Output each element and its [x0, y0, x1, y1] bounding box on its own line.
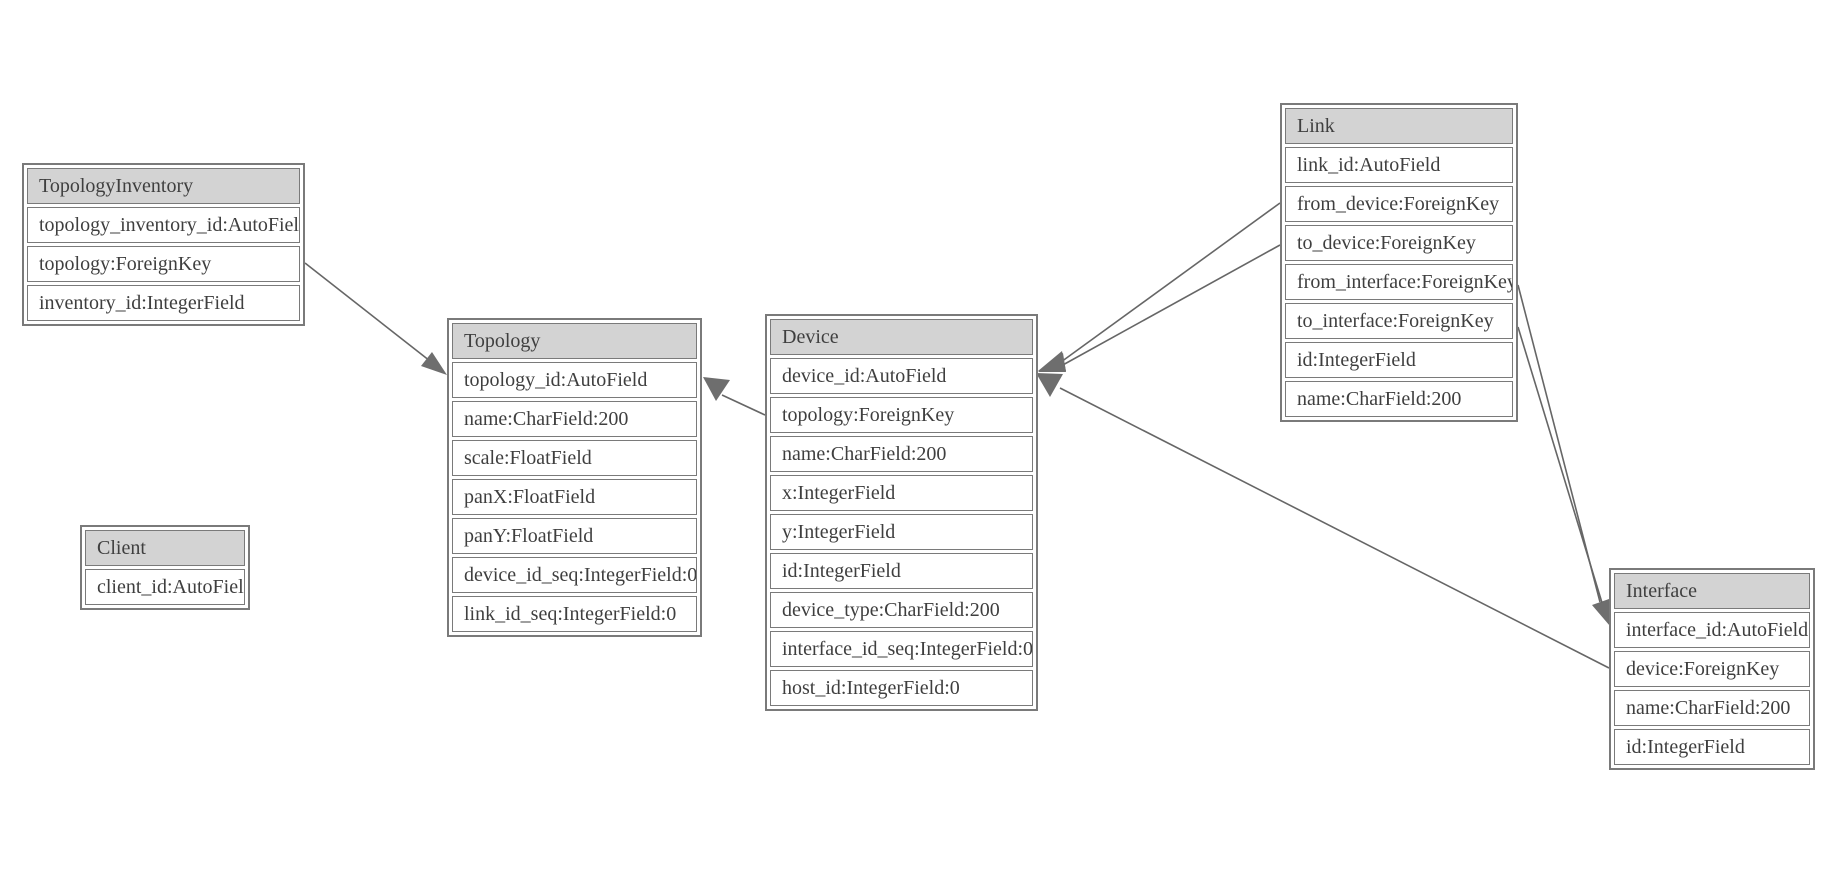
field-row: topology_inventory_id:AutoField	[27, 207, 300, 243]
field-row: y:IntegerField	[770, 514, 1033, 550]
relationship-line-link-to_interface	[1517, 326, 1604, 607]
relationship-line-topologyinventory-topology	[304, 262, 431, 362]
relationship-line-link-from_device	[1060, 202, 1281, 363]
field-row: device_id:AutoField	[770, 358, 1033, 394]
field-row: to_device:ForeignKey	[1285, 225, 1513, 261]
entity-header: TopologyInventory	[27, 168, 300, 204]
field-row: id:IntegerField	[1614, 729, 1810, 765]
field-row: device:ForeignKey	[1614, 651, 1810, 687]
field-row: interface_id:AutoField	[1614, 612, 1810, 648]
field-row: client_id:AutoField	[85, 569, 245, 605]
field-row: host_id:IntegerField:0	[770, 670, 1033, 706]
field-row: name:CharField:200	[1614, 690, 1810, 726]
field-row: from_interface:ForeignKey	[1285, 264, 1513, 300]
field-row: scale:FloatField	[452, 440, 697, 476]
entity-header: Link	[1285, 108, 1513, 144]
entity-header: Interface	[1614, 573, 1810, 609]
field-row: name:CharField:200	[452, 401, 697, 437]
entity-header: Device	[770, 319, 1033, 355]
field-row: link_id:AutoField	[1285, 147, 1513, 183]
field-row: device_id_seq:IntegerField:0	[452, 557, 697, 593]
field-row: name:CharField:200	[1285, 381, 1513, 417]
relationship-line-interface-device	[1059, 387, 1610, 669]
arrowhead-icon	[1038, 353, 1066, 372]
field-row: panY:FloatField	[452, 518, 697, 554]
field-row: inventory_id:IntegerField	[27, 285, 300, 321]
field-row: topology:ForeignKey	[770, 397, 1033, 433]
arrowhead-icon	[1036, 373, 1063, 397]
arrowhead-icon	[1593, 600, 1611, 627]
field-row: panX:FloatField	[452, 479, 697, 515]
relationship-line-device-topology	[721, 394, 766, 416]
field-row: id:IntegerField	[1285, 342, 1513, 378]
field-row: topology_id:AutoField	[452, 362, 697, 398]
field-row: to_interface:ForeignKey	[1285, 303, 1513, 339]
field-row: id:IntegerField	[770, 553, 1033, 589]
field-row: x:IntegerField	[770, 475, 1033, 511]
field-row: device_type:CharField:200	[770, 592, 1033, 628]
field-row: topology:ForeignKey	[27, 246, 300, 282]
arrowhead-icon	[703, 377, 730, 401]
field-row: name:CharField:200	[770, 436, 1033, 472]
field-row: link_id_seq:IntegerField:0	[452, 596, 697, 632]
entity-header: Client	[85, 530, 245, 566]
relationship-line-link-to_device	[1060, 244, 1281, 367]
field-row: interface_id_seq:IntegerField:0	[770, 631, 1033, 667]
entity-header: Topology	[452, 323, 697, 359]
field-row: from_device:ForeignKey	[1285, 186, 1513, 222]
arrowhead-icon	[421, 352, 447, 375]
